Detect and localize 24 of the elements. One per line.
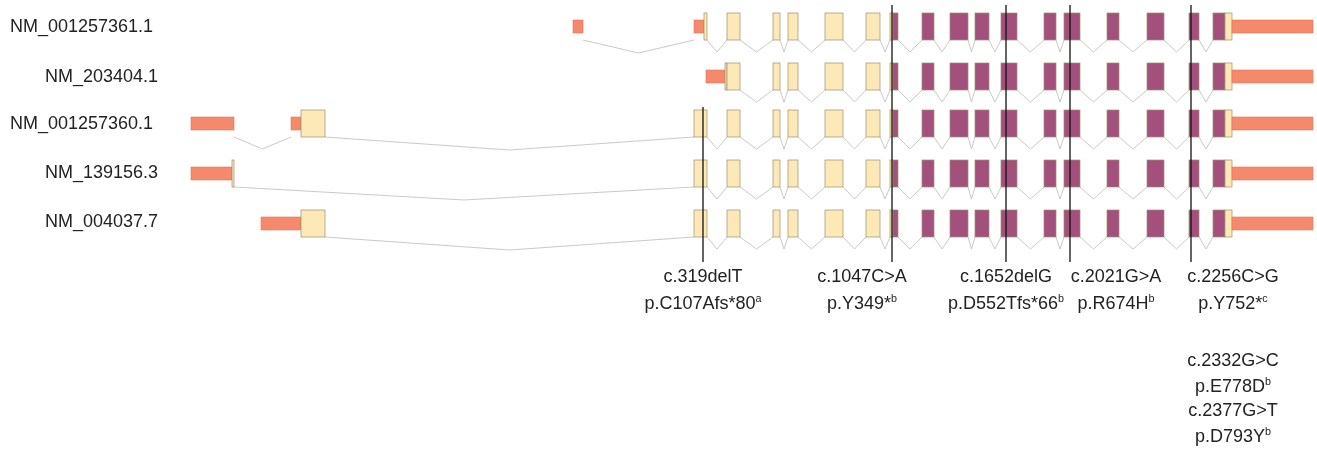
variant-label: c.2256C>G [1187,265,1279,287]
leader-line [702,106,704,263]
leader-line [1069,4,1071,263]
leader-line [1190,4,1192,263]
variant-label: p.D552Tfs*66$^{b}$ [947,291,1065,314]
leader-line [1005,4,1007,263]
transcript-label: NM_004037.7 [45,210,159,232]
transcript-label: NM_001257361.1 [10,15,154,37]
variant-label: p.Y752*$^{c}$ [1197,291,1269,314]
variant-label: c.2377G>T [1188,399,1278,421]
leader-line [891,4,893,263]
variant-label: p.R674H$^{b}$ [1076,291,1156,314]
variant-label: p.D793Y$^{b}$ [1194,424,1272,447]
variant-label: p.C107Afs*80$^{a}$ [644,291,762,314]
variant-label: p.Y349*$^{b}$ [825,291,899,314]
transcript-label: NM_203404.1 [45,65,159,87]
variant-label: c.319delT [662,265,744,287]
variant-label: c.2021G>A [1070,265,1162,287]
variant-label: c.1047C>A [817,265,907,287]
variant-label: c.1652delG [958,265,1054,287]
transcript-label: NM_139156.3 [45,161,159,183]
variant-label: c.2332G>C [1187,349,1279,371]
transcript-label: NM_001257360.1 [10,112,154,134]
variant-label: p.E778D$^{b}$ [1194,374,1272,397]
